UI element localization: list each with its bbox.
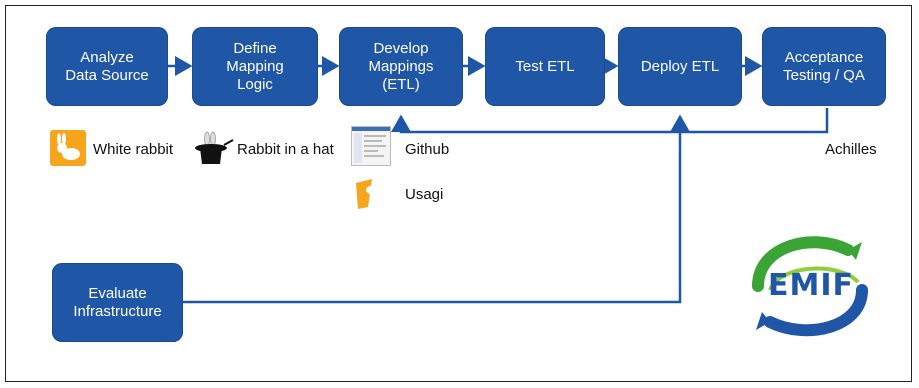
- rabbit-icon: [50, 130, 86, 166]
- emif-logo-text: EMIF: [767, 268, 854, 303]
- usagi-icon: [354, 179, 384, 209]
- tool-label-rabbit-in-a-hat: Rabbit in a hat: [237, 141, 334, 158]
- tool-label-white-rabbit: White rabbit: [93, 141, 174, 158]
- step-analyze-data-source: Analyze Data Source: [46, 27, 168, 106]
- step-define-mapping-logic: Define Mapping Logic: [192, 27, 318, 106]
- step-test-etl: Test ETL: [485, 27, 605, 106]
- tool-label-usagi: Usagi: [405, 186, 444, 203]
- tool-label-achilles: Achilles: [825, 141, 877, 158]
- github-screenshot-icon: [351, 126, 391, 166]
- arrow-infrastructure-to-deploy: [183, 114, 690, 304]
- diagram-frame: [5, 5, 912, 382]
- step-develop-mappings: Develop Mappings (ETL): [339, 27, 463, 106]
- arrow-acceptance-feedback: [391, 108, 829, 134]
- emif-logo: EMIF: [740, 228, 880, 344]
- step-deploy-etl: Deploy ETL: [618, 27, 742, 106]
- magic-hat-icon: [192, 131, 234, 167]
- step-evaluate-infrastructure: Evaluate Infrastructure: [52, 263, 183, 342]
- step-acceptance-testing: Acceptance Testing / QA: [762, 27, 886, 106]
- tool-label-github: Github: [405, 141, 450, 158]
